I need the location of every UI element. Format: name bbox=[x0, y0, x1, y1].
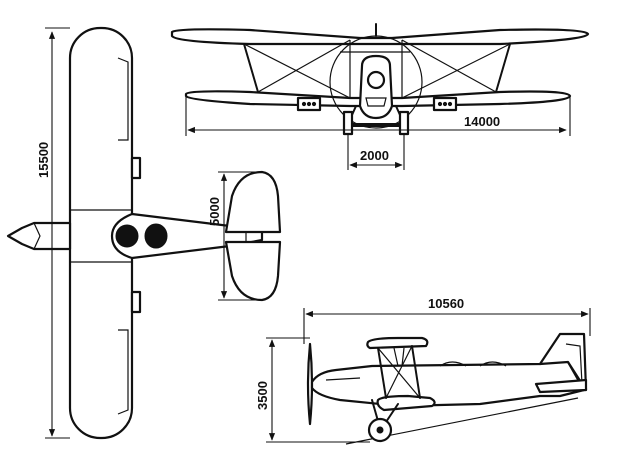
dim-label-14000: 14000 bbox=[464, 114, 500, 129]
side-view: 10560 3500 bbox=[255, 296, 591, 445]
front-view: 14000 2000 bbox=[170, 23, 590, 170]
dim-label-2000: 2000 bbox=[360, 148, 389, 163]
top-view-tailplane-lower bbox=[224, 240, 282, 302]
top-view-nose bbox=[6, 221, 72, 251]
side-view-fuselage bbox=[310, 354, 586, 408]
side-view-propeller bbox=[306, 342, 314, 426]
side-view-tailplane bbox=[534, 378, 588, 394]
top-view-cockpit-rear bbox=[144, 223, 168, 249]
top-view-fuselage bbox=[110, 212, 264, 260]
front-view-spinner bbox=[366, 70, 386, 90]
dim-label-10560: 10560 bbox=[428, 296, 464, 311]
top-view: 15500 5000 bbox=[6, 26, 282, 440]
dim-label-3500: 3500 bbox=[255, 381, 270, 410]
dim-label-15500: 15500 bbox=[36, 142, 51, 178]
top-view-aileron-lower bbox=[117, 329, 129, 415]
side-view-upper-wing bbox=[366, 336, 429, 350]
top-view-aileron-upper bbox=[117, 57, 129, 141]
top-view-strut-upper bbox=[130, 156, 142, 180]
top-view-strut-lower bbox=[130, 290, 142, 314]
top-view-cockpit-front bbox=[115, 224, 139, 248]
front-view-upper-wing bbox=[170, 28, 590, 46]
side-view-lower-wing bbox=[376, 394, 436, 412]
top-view-tailplane-upper bbox=[224, 170, 282, 234]
dim-label-5000: 5000 bbox=[207, 197, 222, 226]
side-view-fin bbox=[538, 332, 588, 392]
